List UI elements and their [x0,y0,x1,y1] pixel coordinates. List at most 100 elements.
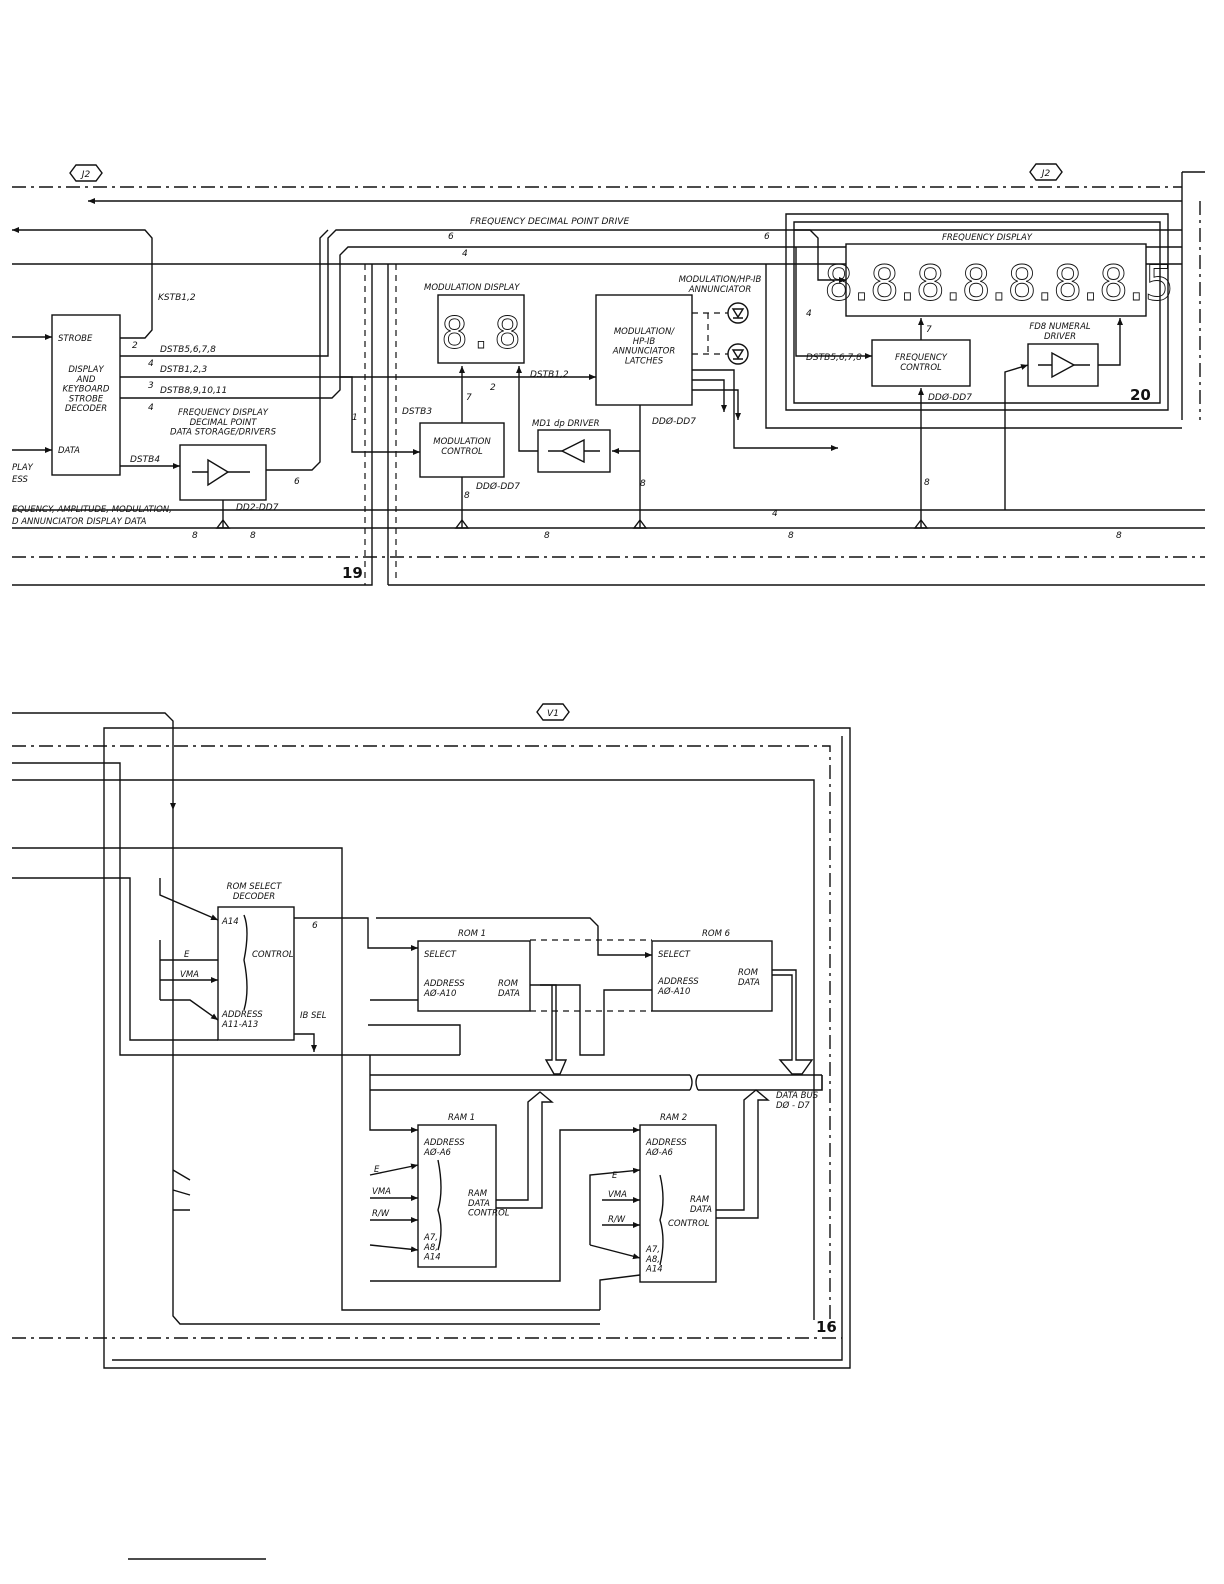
connector-j2-left-label: J2 [80,170,91,180]
ram2-e [589,1167,641,1245]
dstb3-route [340,376,396,453]
rom1-title: ROM 1 [458,929,486,939]
bus-width-6d: 6 [312,921,318,931]
bus-width-8a: 8 [192,531,198,541]
freq-dp-storage-out [266,229,329,471]
input-line-top [12,712,176,810]
bus-tap-markers [215,518,929,529]
frequency-display-digits: 8.8.8.8.8.8.8.5 [824,256,1171,312]
section-16-frame-outer [103,727,851,1369]
bus-width-7b: 7 [926,325,932,335]
ib-sel-label: IB SEL [300,1011,327,1021]
freq-dp-drive-label: FREQUENCY DECIMAL POINT DRIVE [470,217,629,227]
e-vma-inputs [159,940,218,1000]
connector-j2-right: J2 [1029,163,1063,181]
led-2-glyph [731,349,745,360]
bus-width-4a: 4 [148,359,154,369]
latches-to-right [692,369,838,451]
ram1-title: RAM 1 [448,1113,475,1123]
dstb891011-line [120,246,1182,399]
select-to-rom6 [376,917,652,958]
freqctl-dd-label: DDØ-DD7 [928,392,972,403]
kstb-label: KSTB1,2 [158,293,196,303]
connector-v1: V1 [536,703,570,721]
ram2-a7-in [589,1244,641,1260]
ram2-data-arrow [716,1089,770,1219]
ram1-e [369,1163,419,1176]
latches-out-1 [692,379,727,412]
ram1-a7-in [369,1244,419,1253]
ram1-rw-label: R/W [372,1209,390,1219]
ram2-vma-label: VMA [608,1190,627,1200]
fd8-to-display [1098,318,1123,366]
bus-width-4b: 4 [148,403,154,413]
ram1-vma-label: VMA [372,1187,391,1197]
rom6-address-route [540,984,652,1056]
md1-driver-label: MD1 dp DRIVER [532,419,600,429]
frequency-display: FREQUENCY DISPLAY 8.8.8.8.8.8.8.5 [824,233,1177,317]
latches-dd-label: DDØ-DD7 [652,416,696,427]
freq-display-frame-outer [785,213,1169,411]
ram2-bottom-route [599,1274,641,1310]
bus-to-ram1-address [369,1055,418,1133]
bus-width-8g: 8 [640,479,646,489]
rom6-select: SELECT [658,950,691,960]
dstb5678-label: DSTB5,6,7,8 [160,345,216,355]
rom1-data-arrow [530,984,568,1075]
vertical-trunk [172,810,600,1325]
dstb5678-line [120,229,1182,357]
bus-width-8c: 8 [544,531,550,541]
bus-width-2b: 2 [490,383,496,393]
bus-width-4c: 4 [462,249,468,259]
bus-width-8f: 8 [464,491,470,501]
ib-sel-output [294,1033,317,1052]
section-20-frame [387,264,1205,586]
bus-width-4e: 4 [806,309,812,319]
freq-display-frame-inner [793,221,1161,404]
rom-select-control: CONTROL [252,950,294,960]
bus-width-2a: 2 [132,341,138,351]
led-1-glyph [731,308,745,319]
section-20-number: 20 [1130,386,1151,404]
connector-j2-right-label: J2 [1040,169,1051,179]
modctl-dd-label: DDØ-DD7 [476,481,520,492]
kstb-return-line [12,227,153,315]
section-20-inner-line [765,264,1182,429]
strobe-out-line [120,315,153,339]
bus-width-8e: 8 [1116,531,1122,541]
address-input [160,999,219,1021]
bus-width-1: 1 [352,413,358,423]
ram2-rw-label: R/W [608,1215,626,1225]
rom1-select: SELECT [424,950,457,960]
dstb12-label: DSTB1,2 [530,370,569,380]
left-cut-play: PLAY [12,463,34,473]
left-route-2 [12,779,815,1320]
ram2-control: CONTROL [668,1219,710,1229]
dstb123-label: DSTB1,2,3 [160,365,207,375]
right-edge-frame [1181,171,1205,420]
ram2-e-label: E [612,1171,618,1181]
rom-select-e: E [184,950,190,960]
data-label: DATA [58,446,80,456]
